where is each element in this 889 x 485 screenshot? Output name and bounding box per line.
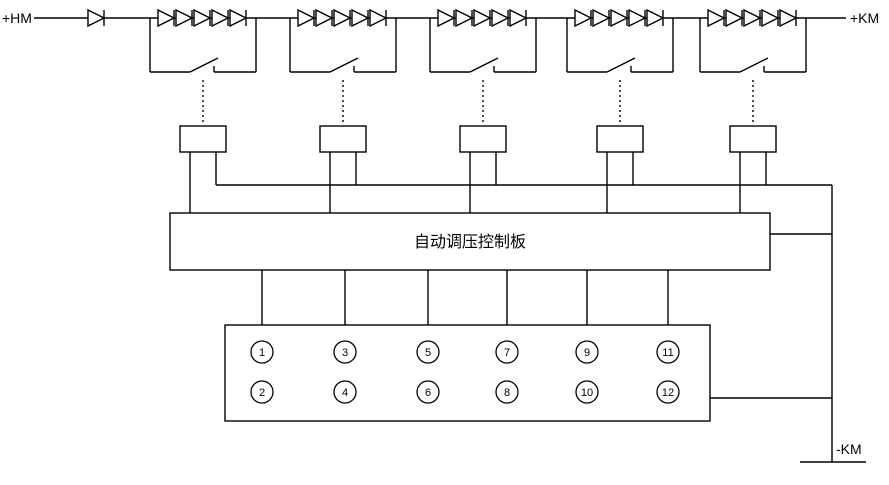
svg-text:1: 1 (259, 347, 265, 359)
terminal-label-hm-plus: +HM (2, 10, 32, 26)
svg-text:8: 8 (504, 387, 510, 399)
terminal-7: 7 (495, 340, 519, 364)
terminal-8: 8 (495, 380, 519, 404)
terminal-9: 9 (575, 340, 599, 364)
board-to-terminal-leads (261, 270, 669, 325)
negative-rail (710, 185, 866, 463)
diode-group-2 (290, 10, 396, 215)
terminal-3: 3 (333, 340, 357, 364)
terminal-block: 1 3 5 7 9 11 2 4 (224, 324, 711, 422)
terminal-11: 11 (656, 340, 680, 364)
svg-text:4: 4 (342, 387, 348, 399)
terminal-1: 1 (250, 340, 274, 364)
terminal-5: 5 (416, 340, 440, 364)
terminal-6: 6 (416, 380, 440, 404)
diode-group-4 (567, 10, 673, 215)
svg-text:10: 10 (581, 387, 593, 399)
terminal-10: 10 (575, 380, 599, 404)
terminal-label-km-plus: +KM (850, 10, 879, 26)
terminal-2: 2 (250, 380, 274, 404)
control-board: 自动调压控制板 (169, 212, 832, 271)
svg-text:5: 5 (425, 347, 431, 359)
svg-text:11: 11 (662, 347, 673, 359)
svg-text:3: 3 (342, 347, 348, 359)
diode-group-5 (700, 10, 806, 215)
svg-text:2: 2 (259, 387, 265, 399)
terminal-4: 4 (333, 380, 357, 404)
svg-text:12: 12 (662, 387, 674, 399)
terminal-12: 12 (656, 380, 680, 404)
diode-group-3 (430, 10, 536, 215)
diode-group-1 (150, 10, 256, 215)
terminal-label-km-minus: -KM (836, 441, 862, 457)
series-diode-icon (87, 9, 105, 27)
svg-text:7: 7 (504, 347, 510, 359)
svg-text:9: 9 (584, 347, 590, 359)
svg-text:6: 6 (425, 387, 431, 399)
control-board-label: 自动调压控制板 (414, 232, 526, 251)
